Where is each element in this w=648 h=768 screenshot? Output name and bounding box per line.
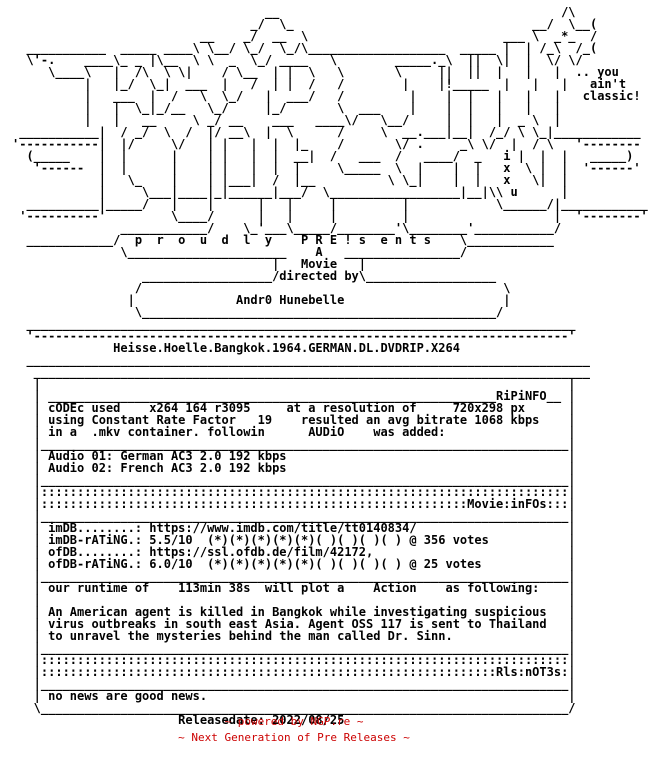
nfo-line: ________________________________________… <box>26 317 576 331</box>
nfo-line: | | <box>33 377 576 391</box>
nfo-line: | ___ | / \ \_/ | ___/ / | | | | | | cla… <box>84 89 641 103</box>
nfo-line: | An American agent is killed in Bangkok… <box>33 605 576 619</box>
nfo-line: | | \_|_/__ \_/ |_/ \ ___ | | | | | | <box>84 101 562 115</box>
nfo-line: ____________/ p r o u d l y P R E ! s e … <box>26 233 554 247</box>
nfo-line: ____________/ \_'___\_____/________'\___… <box>120 221 562 235</box>
nfo-line: '-----------| |/ \/ | | | | |_ / \/ . _\… <box>12 137 641 151</box>
footer-tagline: ~ Next Generation of Pre Releases ~ <box>178 731 410 744</box>
nfo-line: '---------------------------------------… <box>26 329 576 343</box>
footer-powered-by: ~ powered by NGP.re ~ <box>224 715 364 728</box>
nfo-line: | \___|____|_|______|___/ \_____________… <box>98 185 569 199</box>
nfo-line: |:::::::::::::::::::::::::::::::::::::::… <box>33 485 576 499</box>
nfo-line: | to unravel the mysteries behind the ma… <box>33 629 576 643</box>
nfo-line: | imDB-rATiNG.: 5.5/10 (*)(*)(*)(*)(*)( … <box>33 533 576 547</box>
nfo-line: '------ | | | | | | | | \_____ \ | | | x… <box>33 161 641 175</box>
nfo-line: | our runtime of 113min 38s will plot a … <box>33 581 576 595</box>
nfo-line: | virus outbreaks in south east Asia. Ag… <box>33 617 576 631</box>
nfo-line: | cODEc used x264 164 r3095 at a resolut… <box>33 401 576 415</box>
nfo-line: | no news are good news. | <box>33 689 576 703</box>
nfo-line: ___________| / _/ \ / |/ __\ | \ / \ __.… <box>19 125 641 139</box>
nfo-line: '----------' \____/ | | | | | '--------' <box>19 209 648 223</box>
nfo-line: |_______________________________________… <box>33 677 576 691</box>
nfo-line: |:::::::::::::::::::::::::::::::::::::::… <box>33 665 576 679</box>
nfo-line: |:::::::::::::::::::::::::::::::::::::::… <box>33 497 576 511</box>
nfo-line: | ofDB........: https://ssl.ofdb.de/film… <box>33 545 576 559</box>
nfo-line: \____\ | /\ \ \| / \__ | | \ \ \ || || |… <box>48 65 619 79</box>
nfo-line: (_____ | | | | | | | __| / ___ / ____/ _… <box>26 149 634 163</box>
nfo-ascii-text: __ /\ _/ \_ __/ \__( __ _/ __ \ ___ \ <box>12 6 648 726</box>
nfo-line: _/ \_ __/ \__( <box>250 17 598 31</box>
nfo-line: ___________ _____ ____\ \__/ \_/ \_/\___… <box>26 41 598 55</box>
nfo-line: \_______________________________________… <box>134 305 504 319</box>
nfo-line: | Audio 01: German AC3 2.0 192 kbps | <box>33 449 576 463</box>
nfo-line: |_______________________________________… <box>33 437 576 451</box>
nfo-line: Heisse.Hoelle.Bangkok.1964.GERMAN.DL.DVD… <box>113 341 460 355</box>
nfo-line: | ofDB-rATiNG.: 6.0/10 (*)(*)(*)(*)(*)( … <box>33 557 576 571</box>
nfo-line: | |_/ \_| ___ | / | | / / | |!_____ | | … <box>84 77 627 91</box>
nfo-line: | Andr0 Hunebelle | <box>127 293 511 307</box>
nfo-line: |_______________________________________… <box>33 569 576 583</box>
nfo-line: / \ <box>134 281 511 295</box>
nfo-line: |_______________________________________… <box>33 473 576 487</box>
nfo-line: ________________________________________… <box>26 353 590 367</box>
nfo-line: ________________________________________… <box>33 365 590 379</box>
nfo-line: __ _/ __ \ ___ \ _*_ / <box>199 29 598 43</box>
nfo-line: | using Constant Rate Factor 19 resulted… <box>33 413 576 427</box>
nfo-line: |_______________________________________… <box>33 641 576 655</box>
nfo-line: | \_ | | |___| / |__ \ \_| | | x \| | <box>98 173 569 187</box>
nfo-line: | imDB........: https://www.imdb.com/tit… <box>33 521 576 535</box>
nfo-line: |:::::::::::::::::::::::::::::::::::::::… <box>33 653 576 667</box>
nfo-line: | in a .mkv container. followin AUDiO wa… <box>33 425 576 439</box>
nfo-line: | Movie | <box>272 257 367 271</box>
nfo-line: | Audio 02: French AC3 2.0 192 kbps | <box>33 461 576 475</box>
nfo-line: \______________________ A ______________… <box>120 245 468 259</box>
nfo-line: | ______________________________________… <box>33 389 576 403</box>
nfo-line: \_______________________________________… <box>33 701 576 715</box>
nfo-line: __ /\ <box>264 5 576 19</box>
nfo-line: __________|_____/ | | | | | | \______/|_… <box>26 197 648 211</box>
nfo-line: __________________/directed by\_________… <box>142 269 497 283</box>
nfo-line: |_______________________________________… <box>33 509 576 523</box>
nfo-line: | | __ \ _/ __ ___ ____\/ \__/ | | | _ \… <box>84 113 562 127</box>
nfo-line: \'-. ____\_ _ |\__ \ \ _ \_/ ____ \ ____… <box>26 53 583 67</box>
nfo-line: | | <box>33 593 576 607</box>
nfo-line: Releasedate: 2022/08/25 <box>178 713 345 727</box>
